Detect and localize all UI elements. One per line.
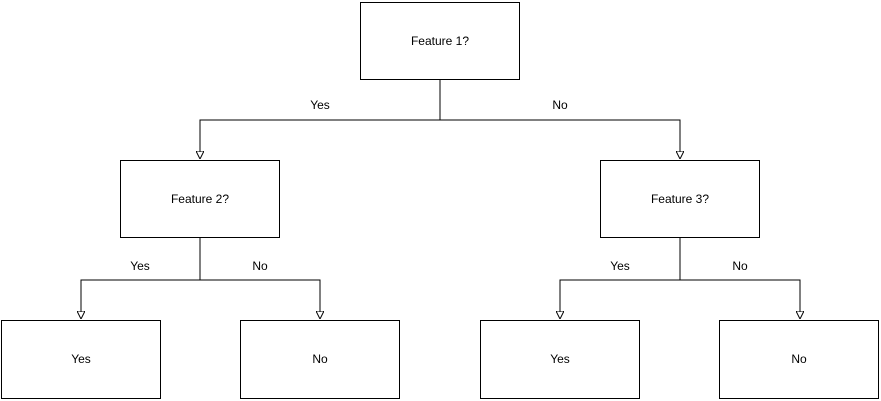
edge-label-root-yes: Yes [308, 98, 332, 112]
edge-feature3-to-leaf-yes [560, 238, 681, 312]
node-leaf-right-no: No [719, 320, 879, 399]
node-feature-3-label: Feature 3? [650, 191, 710, 206]
node-leaf-left-no-label: No [312, 352, 328, 367]
node-feature-1-label: Feature 1? [410, 33, 470, 48]
edge-feature3-to-leaf-no [680, 279, 800, 312]
node-feature-2: Feature 2? [120, 160, 280, 238]
node-leaf-left-yes-label: Yes [71, 352, 91, 367]
edge-label-feature3-no: No [730, 259, 750, 273]
edge-feature2-to-leaf-yes [81, 238, 201, 312]
edge-feature2-to-leaf-no [200, 279, 320, 312]
node-leaf-right-yes: Yes [480, 320, 640, 399]
node-leaf-right-no-label: No [791, 352, 807, 367]
node-leaf-left-yes: Yes [1, 320, 161, 399]
edge-label-feature2-no: No [250, 259, 270, 273]
edge-label-feature2-yes: Yes [128, 259, 152, 273]
node-feature-2-label: Feature 2? [170, 191, 230, 206]
edge-label-root-no: No [550, 98, 570, 112]
edge-root-to-feature3 [440, 119, 680, 152]
node-leaf-right-yes-label: Yes [550, 352, 570, 367]
edge-label-feature3-yes: Yes [608, 259, 632, 273]
node-feature-1: Feature 1? [360, 2, 520, 80]
node-feature-3: Feature 3? [600, 160, 760, 238]
edge-root-to-feature2 [200, 80, 441, 152]
node-leaf-left-no: No [240, 320, 400, 399]
